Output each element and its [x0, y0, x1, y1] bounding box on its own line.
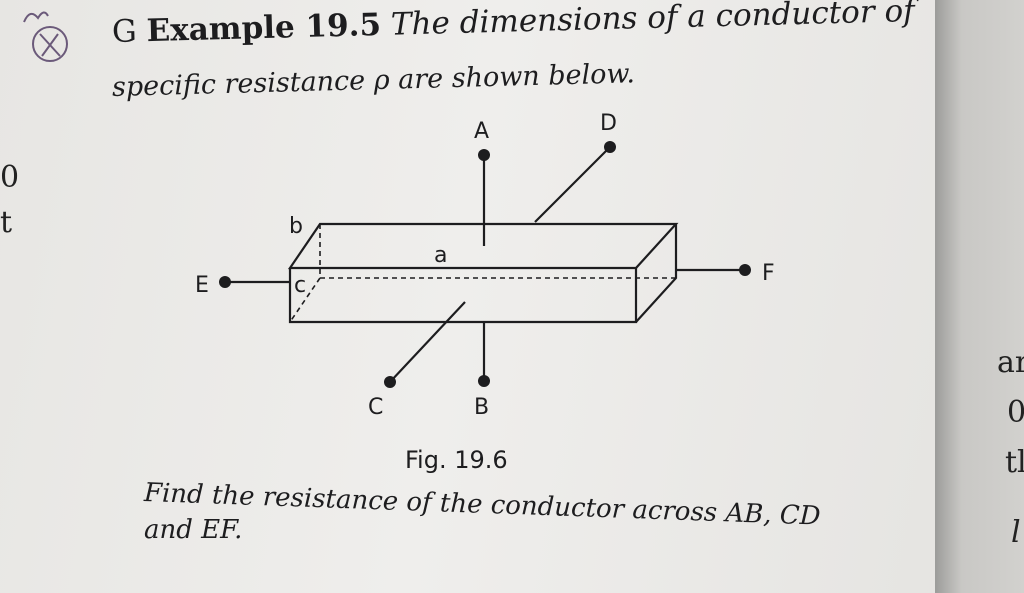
margin-fragment: 0: [1007, 395, 1024, 430]
wire-D: [534, 146, 611, 223]
margin-fragment: tl: [1005, 445, 1024, 480]
label-C: C: [368, 395, 383, 420]
label-A: A: [474, 119, 489, 144]
label-c: c: [294, 273, 306, 298]
terminal-F: [739, 264, 751, 276]
label-B: B: [474, 395, 489, 420]
label-F: F: [762, 261, 775, 286]
terminal-E: [219, 276, 231, 288]
box-front-face: [288, 268, 638, 324]
figure-caption: Fig. 19.6: [405, 446, 508, 474]
label-D: D: [600, 111, 617, 136]
label-E: E: [195, 273, 209, 298]
box-right-face: [635, 224, 678, 323]
question-line2: and EF.: [144, 515, 243, 545]
hidden-edges: [289, 224, 676, 323]
margin-fragment: l: [1011, 515, 1021, 550]
margin-fragment: ar: [997, 345, 1024, 380]
margin-fragment: t: [0, 205, 13, 240]
facing-page: ar 0 tl l: [935, 0, 1024, 593]
wire-C: [389, 301, 466, 383]
terminal-C: [384, 376, 396, 388]
terminal-B: [478, 375, 490, 387]
margin-fragment: 0: [0, 160, 20, 195]
terminal-D: [604, 141, 616, 153]
terminal-A: [478, 149, 490, 161]
label-b: b: [289, 214, 303, 239]
label-a: a: [434, 243, 447, 268]
